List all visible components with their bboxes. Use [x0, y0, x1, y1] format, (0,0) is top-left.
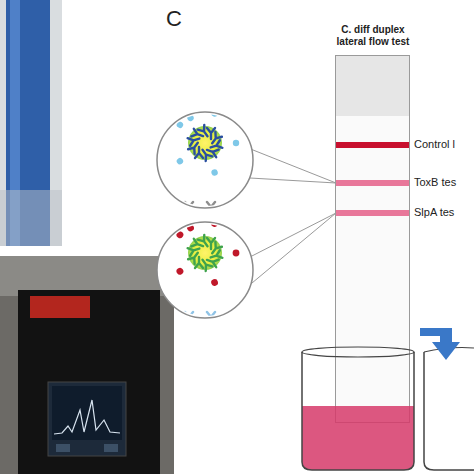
device-screen [48, 382, 126, 456]
line-label: Control l [414, 138, 455, 150]
screen-button [104, 444, 118, 452]
line-label: SlpA tes [414, 206, 454, 218]
callout-tail [248, 148, 336, 183]
strip-title: C. diff duplex lateral flow test [328, 24, 418, 48]
callout-tail [246, 213, 336, 288]
screen-button [56, 444, 70, 452]
photo-device [0, 256, 174, 474]
zoom-circle [157, 222, 253, 318]
beaker [302, 352, 414, 470]
tube-shadow [0, 190, 62, 246]
control-line [336, 142, 409, 148]
test-line [336, 210, 409, 216]
panel-letter: C [166, 6, 182, 32]
photo-tube [0, 0, 62, 246]
zoom-circle [157, 112, 253, 208]
sample-liquid [302, 406, 414, 470]
conjugate-slpa [175, 219, 239, 323]
beaker-rim [424, 348, 474, 353]
beaker-rim [302, 347, 414, 357]
test-line [336, 180, 409, 186]
device-body [18, 290, 160, 474]
device-part [30, 296, 90, 318]
test-strip: C. diff duplex lateral flow test [335, 55, 410, 423]
screen-trace [54, 400, 120, 434]
conjugate-toxb [175, 109, 239, 213]
transfer-arrow [420, 328, 460, 360]
line-label: ToxB tes [414, 176, 456, 188]
screen-plot [52, 386, 122, 440]
beaker [424, 352, 474, 470]
